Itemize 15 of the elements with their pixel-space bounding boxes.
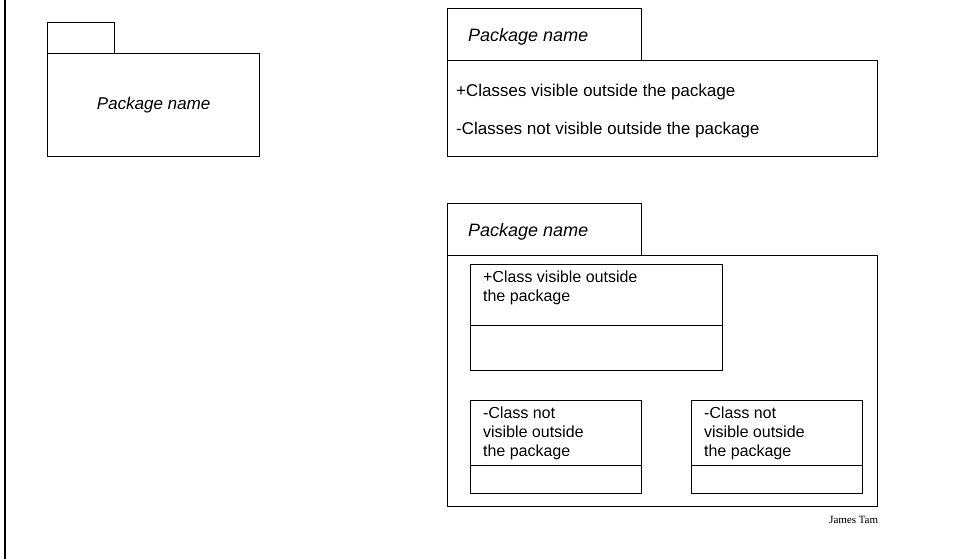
author-credit: James Tam bbox=[829, 514, 878, 526]
class-name: +Class visible outside the package bbox=[471, 265, 722, 326]
package-name: Package name bbox=[96, 94, 212, 114]
class-name: -Class not visible outside the package bbox=[692, 401, 862, 466]
visibility-entry: -Classes not visible outside the package bbox=[456, 119, 760, 139]
package-name: Package name bbox=[468, 24, 588, 46]
package-name: Package name bbox=[468, 220, 588, 240]
package-box bbox=[47, 53, 260, 157]
class-box bbox=[470, 400, 642, 494]
class-name: -Class not visible outside the package bbox=[471, 401, 641, 466]
package-box bbox=[447, 60, 878, 157]
class-box bbox=[691, 400, 863, 494]
visibility-entry: +Classes visible outside the package bbox=[456, 81, 736, 101]
class-box bbox=[470, 264, 723, 371]
package-box bbox=[447, 255, 878, 507]
